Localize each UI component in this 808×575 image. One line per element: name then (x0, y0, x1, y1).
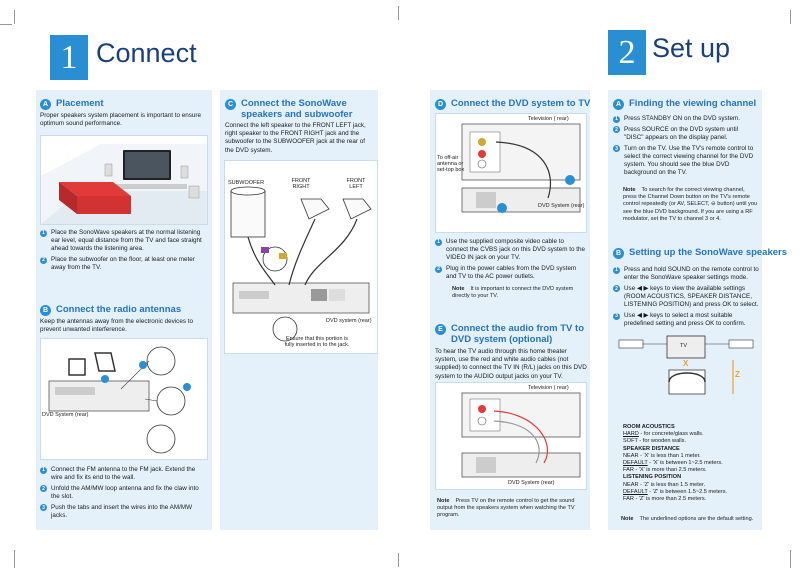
tv-diagram-label: TV (680, 343, 688, 349)
dvd-system-rear-label: DVD System (rear) (508, 480, 555, 486)
speakers-illustration (224, 160, 378, 354)
antenna-label: To off-air antenna or set-top box (437, 155, 465, 173)
setting-line: FAR - 'X' is more than 2.5 meters. (623, 467, 707, 474)
speakers-intro: Connect the left speaker to the FRONT LE… (225, 122, 366, 154)
setting-line: DEFAULT - 'Z' is between 1.5~2.5 meters. (623, 488, 728, 495)
front-right-label: FRONT RIGHT (291, 178, 311, 190)
dvd-system-rear-label: DVD System (rear) (42, 412, 89, 418)
audio-intro: To hear the TV audio through this home t… (435, 348, 587, 380)
dvd-system-rear-label: DVD System (rear) (538, 203, 585, 209)
page-title-setup: Set up (652, 33, 731, 63)
setting-line: NEAR - 'Z' is less than 1.5 meter. (623, 481, 706, 488)
subwoofer-label: SUBWOOFER (228, 180, 265, 186)
listening-position-diagram: TV X Z (613, 330, 759, 418)
section-number-2: 2 (608, 30, 646, 75)
front-left-label: FRONT LEFT (346, 178, 366, 190)
setting-line: LISTENING POSITION (623, 474, 682, 481)
page-title-connect: Connect (96, 38, 197, 68)
setting-line: SPEAKER DISTANCE (623, 445, 680, 452)
television-rear-label: Television ( rear) (528, 385, 569, 391)
z-diagram-label: Z (735, 370, 740, 379)
dvd-tv-illustration (435, 113, 587, 233)
radio-intro: Keep the antennas away from the electron… (40, 318, 193, 334)
setting-line: FAR - 'Z' is more than 2.5 meters. (623, 496, 707, 503)
column-4-panel (608, 90, 762, 530)
ensure-inserted-label: Ensure that this portion is fully insert… (284, 336, 350, 348)
x-diagram-label: X (683, 359, 689, 368)
antenna-illustration (40, 338, 208, 460)
setting-line: NEAR - 'X' is less than 1 meter. (623, 452, 701, 459)
setting-line: ROOM ACOUSTICS (623, 424, 675, 430)
room-illustration (40, 135, 208, 225)
section-number-1: 1 (50, 35, 88, 80)
audio-illustration (435, 382, 587, 490)
setting-line: HARD - for concrete/glass walls. (623, 431, 704, 438)
setting-line: SOFT - for wooden walls. (623, 438, 687, 445)
placement-intro: Proper speakers system placement is impo… (40, 112, 201, 128)
television-rear-label: Television ( rear) (528, 116, 569, 122)
dvd-system-rear-label: DVD system (rear) (326, 318, 372, 324)
setting-line: DEFAULT - 'X' is between 1~2.5 meters. (623, 460, 723, 467)
